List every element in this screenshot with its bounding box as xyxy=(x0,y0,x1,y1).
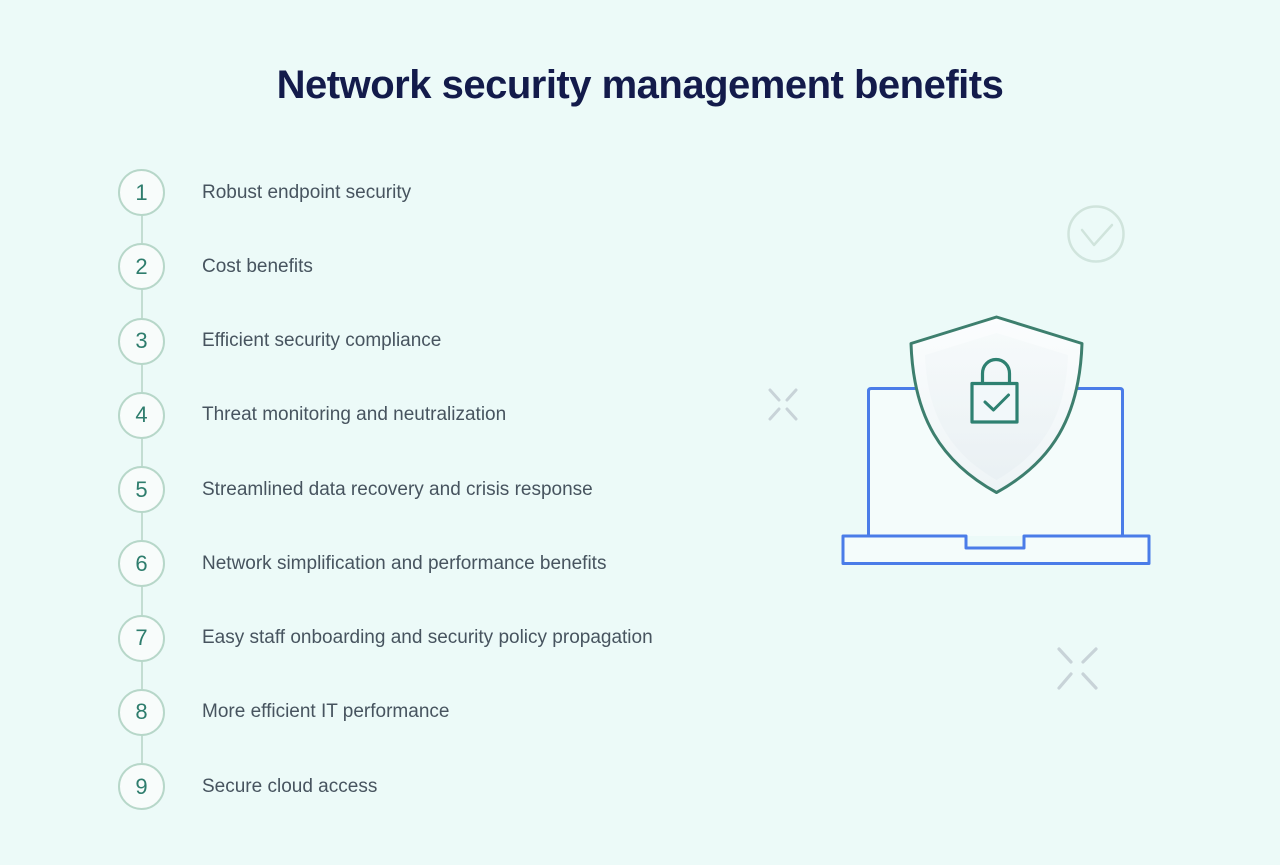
list-item: 5 Streamlined data recovery and crisis re… xyxy=(118,466,778,513)
list-item: 1 Robust endpoint security xyxy=(118,169,778,216)
benefit-label: More efficient IT performance xyxy=(202,701,450,723)
step-number-badge: 6 xyxy=(118,540,165,588)
list-item: 8 More efficient IT performance xyxy=(118,688,778,736)
benefits-list: 1 Robust endpoint security 2 Cost benefits 3… xyxy=(118,169,778,837)
security-illustration xyxy=(768,205,1151,690)
list-item: 7 Easy staff onboarding and security poli… xyxy=(118,614,778,662)
list-item: 9 Secure cloud access xyxy=(118,763,778,810)
padlock-check-icon xyxy=(970,357,1019,424)
list-item: 6 Network simplification and performance … xyxy=(118,540,778,588)
x-mark-icon-bottom-right xyxy=(1057,647,1098,690)
step-number-badge: 5 xyxy=(118,466,165,513)
list-item: 2 Cost benefits xyxy=(118,243,778,291)
step-number-badge: 1 xyxy=(118,169,165,216)
benefit-label: Easy staff onboarding and security polic… xyxy=(202,627,653,648)
benefit-label: Threat monitoring and neutralization xyxy=(202,404,507,426)
list-item: 4 Threat monitoring and neutralization xyxy=(118,391,778,439)
check-circle-icon xyxy=(1067,205,1125,263)
benefit-label: Network simplification and performance b… xyxy=(202,552,607,574)
step-number-badge: 7 xyxy=(118,614,165,662)
step-number-badge: 4 xyxy=(118,391,165,439)
step-number-badge: 3 xyxy=(118,317,165,365)
benefit-label: Secure cloud access xyxy=(202,775,378,797)
step-number-badge: 2 xyxy=(118,243,165,291)
benefit-label: Cost benefits xyxy=(202,255,313,277)
step-number-badge: 8 xyxy=(118,688,165,736)
list-item: 3 Efficient security compliance xyxy=(118,317,778,365)
page-title: Network security management benefits xyxy=(276,63,1004,107)
benefit-label: Robust endpoint security xyxy=(202,181,412,203)
benefit-label: Streamlined data recovery and crisis res… xyxy=(202,478,593,500)
benefit-label: Efficient security compliance xyxy=(202,330,442,351)
step-number-badge: 9 xyxy=(118,763,165,810)
x-mark-icon-left xyxy=(768,388,798,421)
